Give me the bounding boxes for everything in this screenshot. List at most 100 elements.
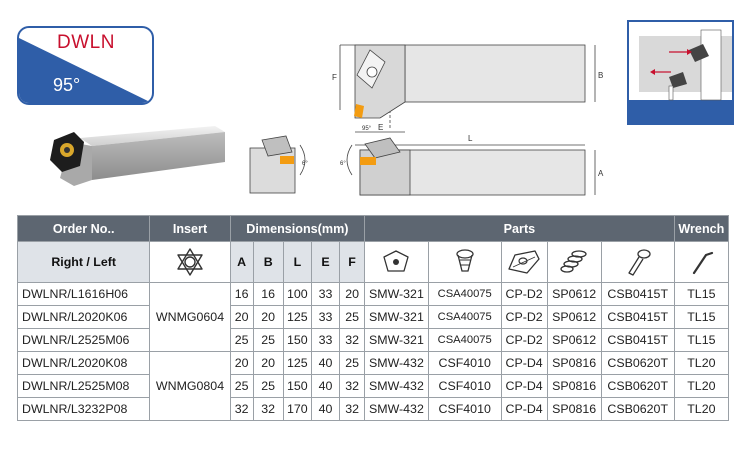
table-row: DWLNR/L2020K08 WNMG0804 20 20 125 40 25 … bbox=[16, 351, 730, 421]
clamp-screw-part: CSB0415T bbox=[600, 282, 675, 306]
dim-l: 170 bbox=[282, 397, 312, 421]
shim-part: SMW-432 bbox=[364, 397, 429, 421]
dim-f: 32 bbox=[339, 374, 366, 398]
table-row: DWLNR/L1616H06 WNMG0604 16 16 100 33 20 … bbox=[16, 282, 730, 352]
dim-label-e: E bbox=[378, 123, 383, 132]
dim-l-header: L bbox=[282, 241, 312, 283]
dim-e: 33 bbox=[310, 305, 341, 329]
spring-part: SP0612 bbox=[546, 328, 602, 352]
badge-background bbox=[19, 38, 152, 103]
dimensions-header: Dimensions(mm) bbox=[229, 215, 366, 242]
dim-b: 32 bbox=[252, 397, 284, 421]
dim-e: 33 bbox=[310, 282, 341, 306]
wrench-icon-cell bbox=[673, 241, 730, 283]
insert-code: WNMG0804 bbox=[149, 351, 231, 421]
dim-f: 32 bbox=[339, 328, 366, 352]
clamp-screw-part: CSB0620T bbox=[600, 351, 675, 375]
technical-drawings: F B E L 95° 6° 6° A bbox=[249, 44, 604, 196]
wrench-part: TL20 bbox=[673, 397, 730, 421]
shim-part: SMW-321 bbox=[364, 305, 429, 329]
dim-e: 40 bbox=[310, 397, 341, 421]
spring-part: SP0612 bbox=[546, 305, 602, 329]
dim-e-header: E bbox=[310, 241, 341, 283]
dim-label-b: B bbox=[598, 71, 603, 80]
dim-a: 25 bbox=[229, 374, 254, 398]
clamp-screw-part: CSB0620T bbox=[600, 374, 675, 398]
spring-part: SP0816 bbox=[546, 397, 602, 421]
clamp-part: CP-D2 bbox=[500, 282, 548, 306]
spring-part: SP0816 bbox=[546, 351, 602, 375]
dim-l: 100 bbox=[282, 282, 312, 306]
insert-icon-cell bbox=[149, 241, 231, 283]
wrench-part: TL15 bbox=[673, 282, 730, 306]
clamp-screw-part: CSB0620T bbox=[600, 397, 675, 421]
shim-screw-part: CSF4010 bbox=[427, 374, 502, 398]
approach-angle-label: 95° bbox=[362, 126, 372, 132]
clamp-icon-cell bbox=[500, 241, 548, 283]
dim-l: 125 bbox=[282, 305, 312, 329]
shim-screw-part: CSF4010 bbox=[427, 397, 502, 421]
spring-part: SP0612 bbox=[546, 282, 602, 306]
wrench-part: TL20 bbox=[673, 374, 730, 398]
dim-e: 33 bbox=[310, 328, 341, 352]
wrench-icon bbox=[693, 251, 714, 275]
wrench-part: TL15 bbox=[673, 305, 730, 329]
dim-f: 32 bbox=[339, 397, 366, 421]
dim-b: 16 bbox=[252, 282, 284, 306]
clearance-angle-label-1: 6° bbox=[302, 161, 308, 167]
dim-label-l: L bbox=[468, 134, 473, 143]
clamp-screw-part: CSB0415T bbox=[600, 328, 675, 352]
order-number: DWLNR/L2020K08 bbox=[16, 351, 151, 375]
clamp-part: CP-D4 bbox=[500, 351, 548, 375]
shim-screw-icon bbox=[456, 249, 474, 272]
clamp-screw-part: CSB0415T bbox=[600, 305, 675, 329]
dim-f-header: F bbox=[339, 241, 366, 283]
badge-code: DWLN bbox=[57, 32, 115, 53]
table-sub-header-row: Right / Left A B L E F bbox=[16, 241, 730, 283]
dim-a: 20 bbox=[229, 305, 254, 329]
clamp-part: CP-D4 bbox=[500, 397, 548, 421]
machining-schematic bbox=[627, 20, 734, 125]
dim-l: 150 bbox=[282, 374, 312, 398]
dim-e: 40 bbox=[310, 374, 341, 398]
wrench-header: Wrench bbox=[673, 215, 730, 242]
dim-label-f: F bbox=[332, 73, 337, 82]
dim-b: 20 bbox=[252, 305, 284, 329]
clamp-screw-icon bbox=[628, 249, 651, 276]
dim-label-a: A bbox=[598, 169, 604, 178]
dim-f: 25 bbox=[339, 351, 366, 375]
shim-part: SMW-321 bbox=[364, 282, 429, 306]
spec-table: Order No.. Insert Dimensions(mm) Parts W… bbox=[16, 215, 730, 421]
table-row: DWLNR/L2020K06 20 20 125 33 25 SMW-321 C… bbox=[16, 305, 730, 329]
insert-header: Insert bbox=[149, 215, 231, 242]
order-number: DWLNR/L3232P08 bbox=[16, 397, 151, 421]
order-number: DWLNR/L2525M08 bbox=[16, 374, 151, 398]
shim-screw-icon-cell bbox=[427, 241, 502, 283]
spring-icon bbox=[560, 250, 587, 273]
shim-screw-part: CSF4010 bbox=[427, 351, 502, 375]
dim-b: 20 bbox=[252, 351, 284, 375]
shim-part: SMW-321 bbox=[364, 328, 429, 352]
wrench-part: TL15 bbox=[673, 328, 730, 352]
clamp-part: CP-D4 bbox=[500, 374, 548, 398]
table-group-header-row: Order No.. Insert Dimensions(mm) Parts W… bbox=[16, 215, 730, 242]
shim-icon-cell bbox=[364, 241, 429, 283]
top-view-drawing bbox=[339, 44, 596, 146]
wrench-part: TL20 bbox=[673, 351, 730, 375]
shim-screw-part: CSA40075 bbox=[427, 282, 502, 306]
insert-icon bbox=[177, 248, 203, 276]
dim-a: 25 bbox=[229, 328, 254, 352]
dim-a: 16 bbox=[229, 282, 254, 306]
order-number: DWLNR/L1616H06 bbox=[16, 282, 151, 306]
insert-code: WNMG0604 bbox=[149, 282, 231, 352]
badge-angle: 95° bbox=[53, 75, 81, 95]
clearance-angle-label-2: 6° bbox=[340, 161, 346, 167]
clamp-part: CP-D2 bbox=[500, 305, 548, 329]
dim-b: 25 bbox=[252, 374, 284, 398]
order-number: DWLNR/L2020K06 bbox=[16, 305, 151, 329]
table-row: DWLNR/L2525M06 25 25 150 33 32 SMW-321 C… bbox=[16, 328, 730, 352]
front-view-drawing bbox=[249, 135, 306, 194]
order-header: Order No.. bbox=[16, 215, 151, 242]
insert-shim-icon bbox=[383, 250, 410, 272]
dim-a: 20 bbox=[229, 351, 254, 375]
